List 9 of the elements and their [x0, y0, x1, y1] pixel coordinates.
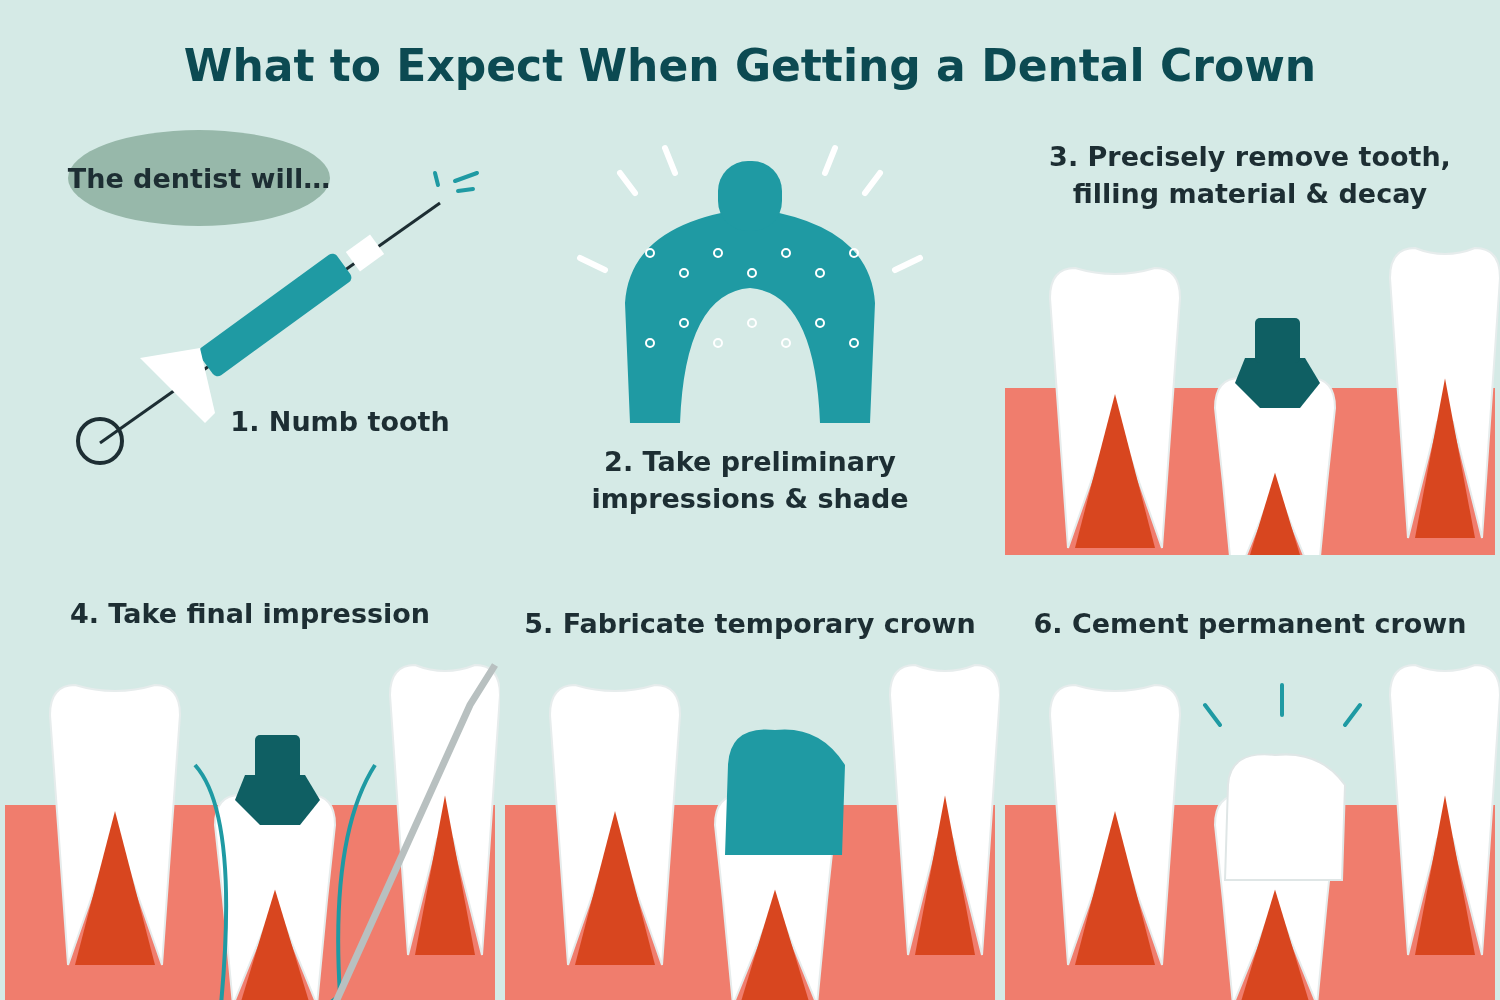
bubble-text: The dentist will… — [67, 162, 331, 194]
step-caption: 3. Precisely remove tooth, filling material & decay — [1048, 140, 1452, 211]
step-caption: 4. Take final impression — [68, 597, 432, 631]
step-caption: 5. Fabricate temporary crown — [523, 607, 977, 641]
step-panel — [1000, 555, 1500, 1000]
step-caption: 6. Cement permanent crown — [1032, 607, 1468, 641]
step-caption: 2. Take preliminary impressions & shade — [590, 445, 910, 516]
step-caption: 1. Numb tooth — [229, 405, 451, 439]
title: What to Expect When Getting a Dental Crown — [182, 40, 1318, 91]
